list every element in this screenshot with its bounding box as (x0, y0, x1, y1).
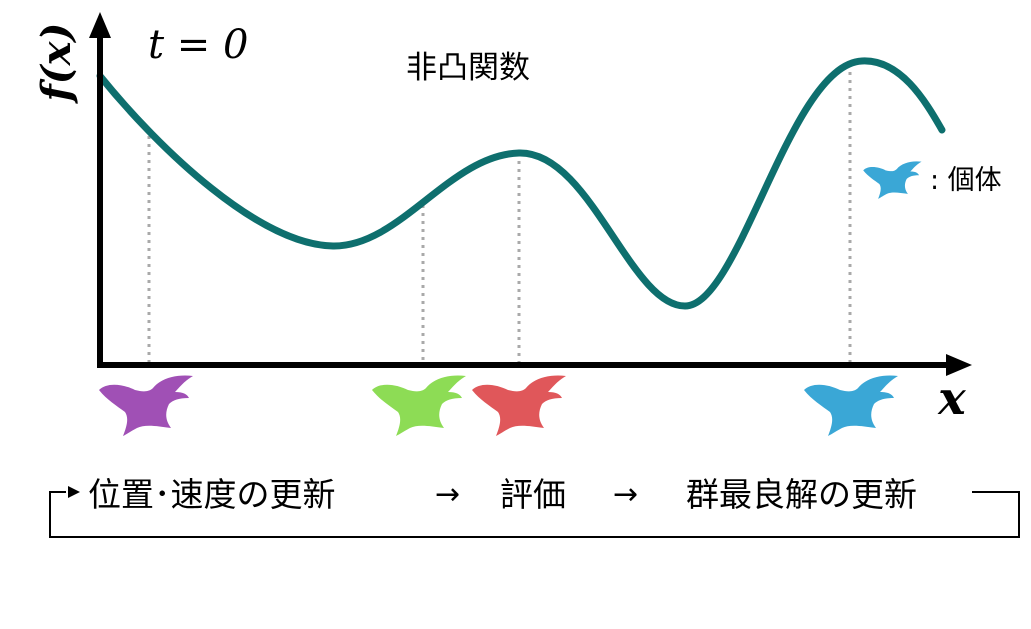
individuals (99, 375, 898, 436)
objective-curve (96, 57, 946, 310)
time-label: t = 0 (148, 22, 248, 68)
y-axis-arrowhead (89, 12, 111, 38)
bird-icon (99, 375, 193, 436)
cycle-loop-line (49, 491, 1020, 538)
step-update-position-velocity: 位置･速度の更新 (88, 475, 336, 514)
x-axis-label: x (937, 371, 966, 425)
update-cycle: 位置･速度の更新 → 評価 → 群最良解の更新 (49, 475, 1020, 538)
bird-icon (863, 161, 922, 199)
legend: : 個体 (863, 161, 1002, 199)
axes (89, 12, 972, 376)
legend-label: : 個体 (930, 165, 1002, 196)
step-update-global-best: 群最良解の更新 (686, 475, 917, 514)
bird-icon (372, 375, 466, 436)
step-evaluate: 評価 (500, 475, 566, 514)
cycle-arrow: → (435, 477, 460, 512)
bird-icon (804, 375, 898, 436)
x-axis-arrowhead (946, 354, 972, 376)
cycle-loop-arrowhead (68, 486, 80, 498)
function-title: 非凸関数 (406, 50, 530, 86)
guide-lines (147, 64, 852, 365)
bird-icon (472, 375, 566, 436)
y-axis-label: f(x) (33, 23, 80, 105)
cycle-arrow: → (613, 477, 638, 512)
